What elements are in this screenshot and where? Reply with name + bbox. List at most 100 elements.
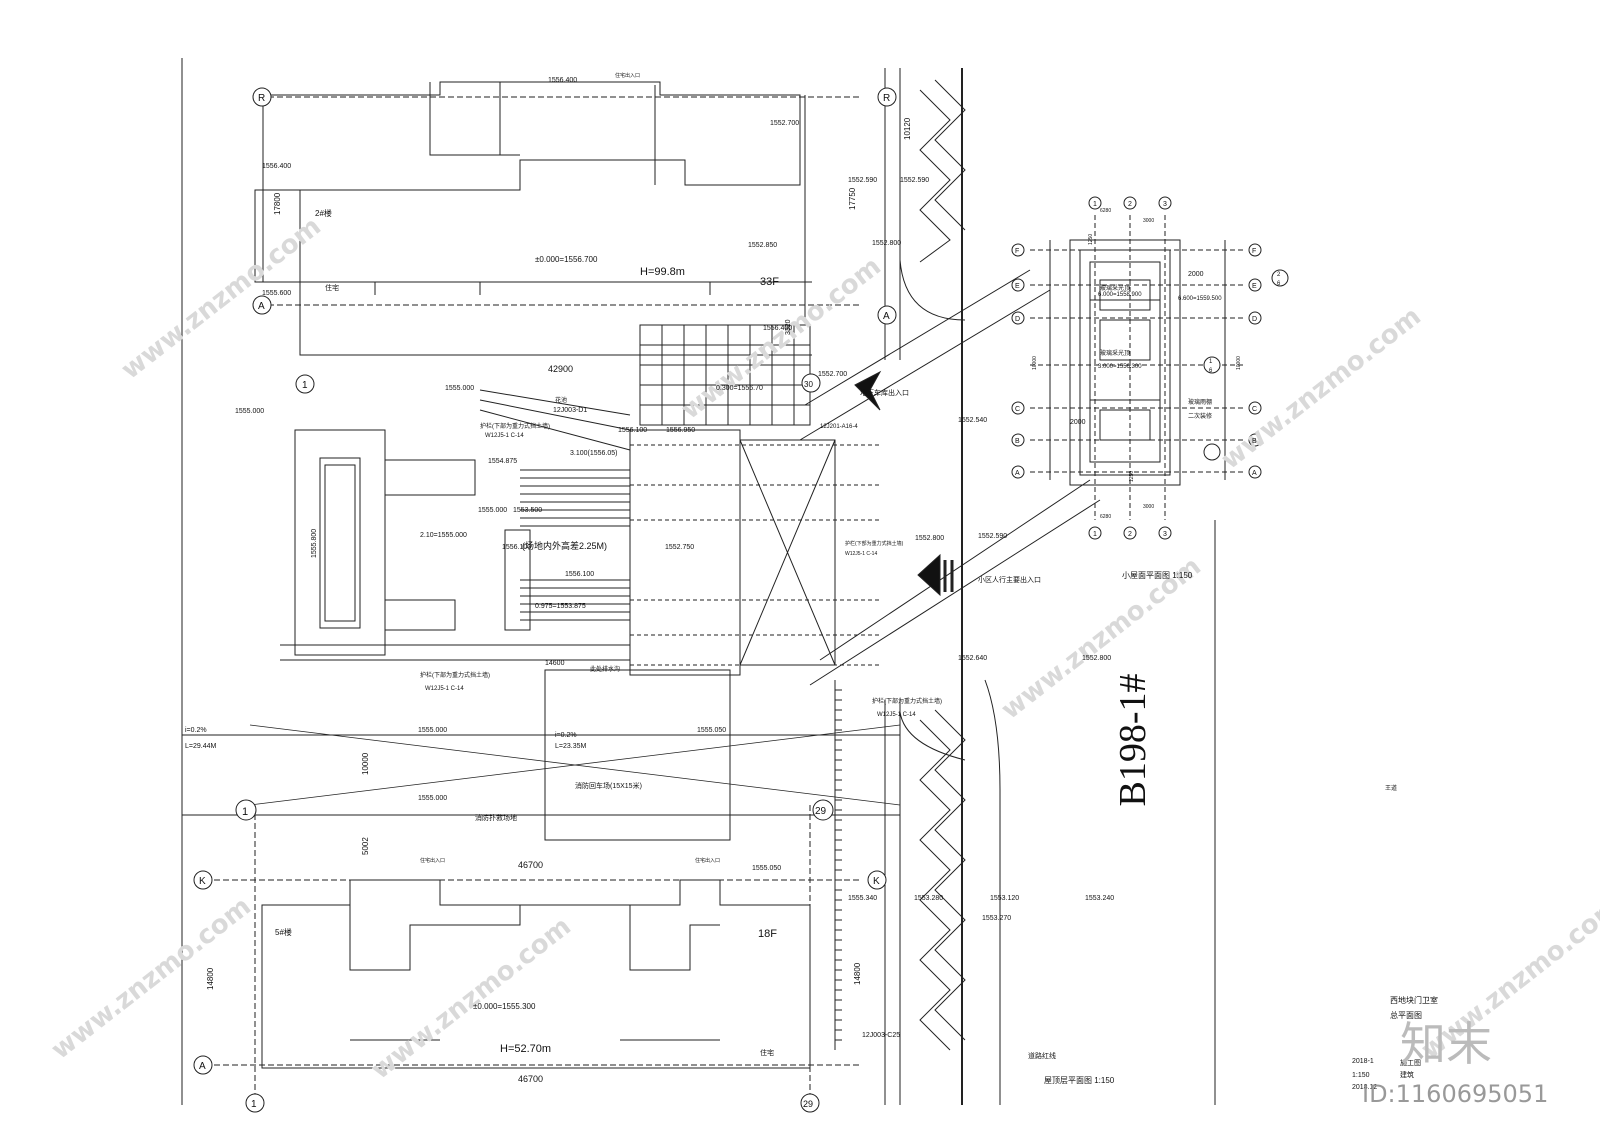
watermark-text: www.znzmo.com [46, 892, 257, 1066]
detail-index: 2 [1277, 272, 1281, 278]
watermark-text: www.znzmo.com [366, 912, 577, 1086]
grid-label: 2 [1128, 201, 1132, 208]
dim-label: 5002 [361, 837, 370, 855]
note-text: 护栏(下部为重力式挡土墙) [480, 422, 550, 430]
grid-label: B [1252, 438, 1257, 445]
building-name: 5#楼 [275, 927, 292, 937]
elev-label: 1556.400 [763, 325, 792, 332]
elev-label: 1556.400 [262, 163, 291, 170]
elev-label: 1555.050 [752, 865, 781, 872]
elev-label: 1556.100 [502, 544, 531, 551]
building-datum: ±0.000=1555.300 [473, 1002, 536, 1011]
grid-label: 3 [1163, 201, 1167, 208]
parcel-label: B198-1# [1112, 674, 1154, 807]
elev-label: 1552.590 [848, 177, 877, 184]
dim-label: 6280 [1100, 208, 1111, 214]
note-text: 小区人行主要出入口 [978, 575, 1041, 584]
dim-label: 46700 [518, 1074, 543, 1084]
scale-label: 1:150 [1352, 1072, 1370, 1079]
elev-label: 1555.600 [262, 290, 291, 297]
grid-label: A [1252, 470, 1257, 477]
grid-label: 3 [1163, 531, 1167, 538]
dim-label: 2000 [1070, 419, 1086, 426]
elev-label: 1556.100 [618, 427, 647, 434]
elev-label: 0.975=1553.875 [535, 603, 586, 610]
detail-index: 6 [1277, 281, 1281, 287]
note-text: W12J5-1 C-14 [425, 686, 464, 692]
detail-index: 1 [1209, 359, 1213, 365]
level-label: 3.000=1556.300 [1098, 364, 1142, 370]
dim-label: 3000 [1143, 504, 1154, 510]
level-label: 6.000=1558.900 [1098, 292, 1142, 298]
grid-label: 1 [1093, 201, 1097, 208]
elev-label: 2.10=1555.000 [420, 532, 467, 539]
elev-label: 1552.850 [748, 242, 777, 249]
elev-label: 1552.800 [872, 240, 901, 247]
note-text: L=23.35M [555, 743, 586, 750]
note-text: 消防回车场(15X15米) [575, 781, 642, 790]
grid-label: D [1252, 316, 1257, 323]
grid-label: D [1015, 316, 1020, 323]
elev-label: 1552.800 [1082, 655, 1111, 662]
note-text: 玻璃采光顶 [1100, 349, 1130, 357]
dim-label: 6280 [1100, 514, 1111, 520]
grid-label: K [873, 876, 880, 887]
grid-label: K [199, 876, 206, 887]
elev-label: 1555.000 [478, 507, 507, 514]
dim-label: 14800 [206, 967, 215, 990]
dim-label: 46700 [518, 860, 543, 870]
elev-label: 1553.240 [1085, 895, 1114, 902]
dim-label: 17750 [848, 187, 857, 210]
dim-label: 10000 [1032, 356, 1038, 370]
grid-label: 30 [804, 380, 813, 389]
elev-label: 1552.590 [978, 533, 1007, 540]
dim-label: 10120 [903, 117, 912, 140]
grid-label: R [883, 93, 890, 104]
elev-label: 1555.000 [418, 727, 447, 734]
grid-label: F [1015, 248, 1019, 255]
elev-label: 3.100(1556.05) [570, 450, 617, 457]
note-text: L=29.44M [185, 743, 216, 750]
elev-label: 1552.590 [900, 177, 929, 184]
building-floors: 33F [760, 276, 779, 288]
brand-logo: 知末 [1400, 1017, 1492, 1071]
watermark-text: www.znzmo.com [1216, 302, 1427, 476]
elev-label: 1555.050 [697, 727, 726, 734]
grid-label: F [1252, 248, 1256, 255]
grid-label: C [1252, 406, 1257, 413]
grid-label: 2 [1128, 531, 1132, 538]
note-text: W12J5-1 C-14 [485, 433, 524, 439]
dim-label: 2000 [1188, 271, 1204, 278]
grid-label: 1 [1093, 531, 1097, 538]
note-text: i=0.2% [555, 732, 577, 739]
note-text: 住宅出入口 [615, 72, 640, 79]
elev-label: 1553.500 [513, 507, 542, 514]
watermark-id: ID:1160695051 [1362, 1080, 1548, 1108]
date-label: 2018-1 [1352, 1058, 1374, 1065]
building-height: H=99.8m [640, 266, 685, 278]
elev-label: 1555.800 [311, 529, 318, 558]
building-use: 住宅 [325, 283, 339, 292]
grid-label: 29 [815, 806, 827, 817]
building-height: H=52.70m [500, 1043, 551, 1055]
project-name: 西地块门卫室 [1390, 995, 1438, 1005]
note-text: 此处排水沟 [590, 665, 620, 673]
grid-label: E [1015, 283, 1020, 290]
elev-label: 1552.700 [770, 120, 799, 127]
grid-label: 1 [302, 380, 308, 391]
grid-label: A [199, 1061, 206, 1072]
elev-label: 0.300=1556.70 [716, 385, 763, 392]
dim-label: 3320 [785, 319, 792, 335]
elev-label: 1556.950 [666, 427, 695, 434]
dim-label: 10000 [1236, 356, 1242, 370]
note-text: 护栏(下部为重力式挡土墙) [845, 540, 904, 547]
dim-label: 1250 [1129, 471, 1135, 482]
elev-label: 1555.340 [848, 895, 877, 902]
detail-index: 6 [1209, 368, 1213, 374]
dim-label: 1250 [1088, 234, 1094, 245]
elev-label: 1556.400 [548, 77, 577, 84]
grid-label: A [258, 301, 265, 312]
elev-label: 1555.000 [418, 795, 447, 802]
note-text: 玻璃采光顶 [1100, 284, 1130, 292]
grid-label: 1 [251, 1099, 257, 1110]
